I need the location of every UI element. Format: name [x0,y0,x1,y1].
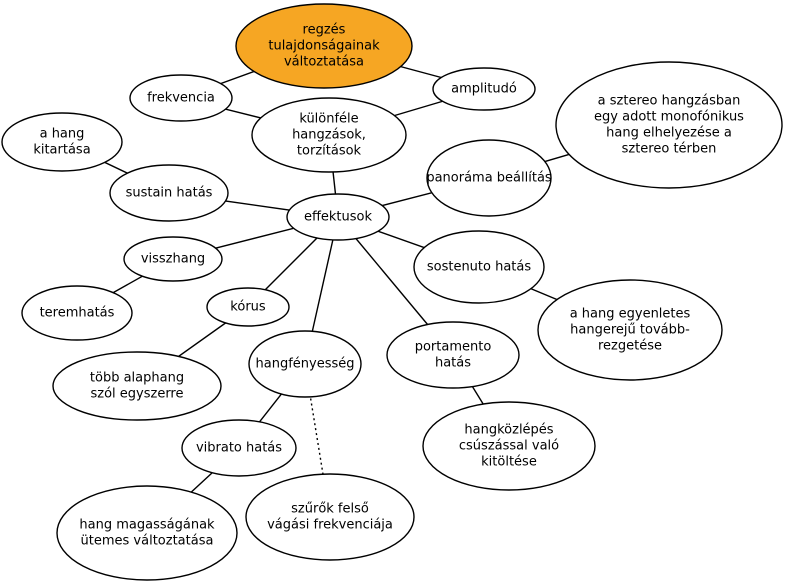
node-label-visszhang: visszhang [141,252,205,267]
node-label-regzes: regzés [303,23,346,38]
node-shape-hang-kitartasa [1,112,123,172]
node-label-sztereo: egy adott monofónikus [594,110,744,125]
node-label-egyenletes: a hang egyenletes [570,307,691,322]
node-label-sztereo: hang elhelyezése a [606,126,732,141]
node-shape-portamento [386,321,520,389]
node-label-kulonfele: különféle [299,112,358,127]
node-label-kulonfele: hangzások, [292,128,366,143]
node-vibrato: vibrato hatás [181,419,297,477]
node-sostenuto: sostenuto hatás [413,230,545,304]
node-sustain: sustain hatás [109,164,229,222]
node-shape-sostenuto [413,230,545,304]
node-teremhatas: teremhatás [21,285,133,341]
node-shape-sztereo [555,61,783,189]
node-effektusok: effektusok [286,193,390,241]
node-korus: kórus [206,287,290,327]
node-label-regzes: tulajdonságainak [268,39,380,54]
node-hangfenyesseg: hangfényesség [248,330,362,398]
node-label-frekvencia: frekvencia [147,91,215,106]
node-shape-vibrato [181,419,297,477]
node-label-effektusok: effektusok [304,210,373,225]
node-shape-szurok [245,473,415,561]
node-shape-hang-magassag [56,485,238,581]
node-label-portamento: portamento [415,340,492,355]
node-label-sztereo: sztereo térben [622,142,717,157]
node-shape-sustain [109,164,229,222]
node-label-panorama: panoráma beállítás [426,171,552,186]
node-shape-frekvencia [129,74,233,122]
node-label-teremhatas: teremhatás [40,306,115,321]
node-visszhang: visszhang [123,236,223,282]
node-label-hang-kitartasa: a hang [40,127,85,142]
node-shape-teremhatas [21,285,133,341]
node-shape-panorama [426,139,552,217]
node-shape-regzes [235,3,413,89]
node-label-sztereo: a sztereo hangzásban [598,94,741,109]
node-label-korus: kórus [230,300,266,315]
node-shape-amplitudo [432,67,536,111]
node-label-hangkozlepes: hangközlépés [464,423,553,438]
node-shape-korus [206,287,290,327]
node-shape-kulonfele [251,97,407,173]
node-label-sustain: sustain hatás [126,186,213,201]
node-label-szurok: vágási frekvenciája [267,518,393,533]
node-label-hang-magassag: hang magasságának [79,518,215,533]
node-amplitudo: amplitudó [432,67,536,111]
node-frekvencia: frekvencia [129,74,233,122]
node-label-hang-kitartasa: kitartása [33,143,90,158]
node-shape-hangkozlepes [422,401,596,491]
node-label-tobb-alaphang: több alaphang [90,371,184,386]
node-shape-hangfenyesseg [248,330,362,398]
node-shape-effektusok [286,193,390,241]
node-label-hangkozlepes: csúszással való [459,439,559,454]
node-label-hangkozlepes: kitöltése [481,455,537,470]
node-label-vibrato: vibrato hatás [196,441,282,456]
node-label-sostenuto: sostenuto hatás [427,260,532,275]
node-label-egyenletes: hangerejű tovább- [570,323,690,338]
node-label-tobb-alaphang: szól egyszerre [90,387,183,402]
node-label-portamento: hatás [435,356,471,371]
node-label-hang-magassag: ütemes változtatása [81,534,214,549]
node-shape-tobb-alaphang [52,351,222,421]
node-label-szurok: szűrők felső [291,502,369,517]
node-label-egyenletes: rezgetése [598,339,662,354]
node-shape-visszhang [123,236,223,282]
node-shape-egyenletes [537,279,723,381]
node-label-hangfenyesseg: hangfényesség [256,357,355,372]
node-label-kulonfele: torzítások [297,144,362,159]
node-panorama: panoráma beállítás [426,139,552,217]
node-label-regzes: változtatása [284,55,364,70]
node-label-amplitudo: amplitudó [451,82,517,97]
